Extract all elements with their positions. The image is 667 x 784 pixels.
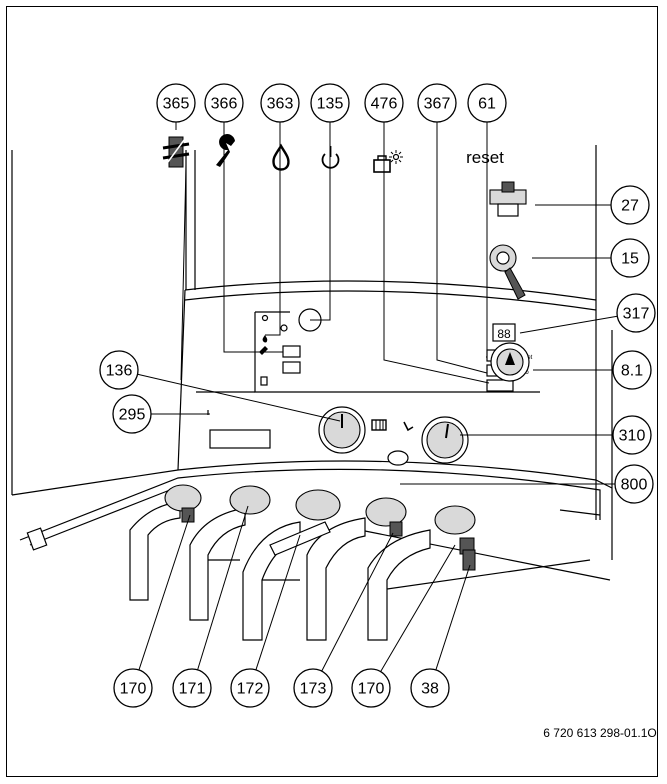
callout-label: 367: [424, 96, 451, 113]
pipes: [129, 484, 476, 641]
callout-label: 8.1: [621, 363, 643, 380]
display-digits: 88: [497, 327, 511, 341]
callout-172: 172: [230, 668, 270, 708]
callout-label: 172: [237, 681, 264, 698]
callout-310: 310: [612, 415, 652, 455]
callout-27: 27: [610, 185, 650, 225]
callout-label: 173: [300, 681, 327, 698]
control-panel: 88 reset eco: [259, 308, 533, 466]
callout-136: 136: [99, 350, 139, 390]
callout-label: 15: [621, 251, 639, 268]
leader-line-171: [197, 505, 249, 670]
callout-367: 367: [417, 83, 457, 123]
callout-38: 38: [410, 668, 450, 708]
figure-code: 6 720 613 298-01.1O: [543, 726, 656, 740]
callout-135: 135: [310, 83, 350, 123]
flue-icon: [162, 135, 190, 168]
callout-label: 317: [623, 306, 650, 323]
callout-label: 27: [621, 198, 639, 215]
display-panel: [492, 323, 516, 342]
leader-line-317: [519, 315, 618, 334]
callout-label: 363: [267, 96, 294, 113]
auto-air-vent: [489, 181, 527, 217]
chimney-sweep-icon: [373, 150, 403, 173]
callout-label: 61: [478, 96, 496, 113]
heating-temperature-knob[interactable]: [318, 406, 366, 454]
callout-366: 366: [204, 83, 244, 123]
callout-label: 366: [211, 96, 238, 113]
callout-170b: 170: [351, 668, 391, 708]
status-led: [280, 324, 288, 332]
hot-water-temperature-knob[interactable]: [421, 416, 469, 464]
callout-8.1: 8.1: [612, 350, 652, 390]
callout-317: 317: [616, 293, 656, 333]
callout-295: 295: [112, 394, 152, 434]
gas-valve: [462, 549, 476, 571]
callout-label: 136: [106, 363, 133, 380]
callout-170a: 170: [113, 668, 153, 708]
leader-line-172: [255, 534, 301, 671]
leader-line-38: [435, 564, 471, 671]
tap-icon: [403, 421, 414, 432]
callout-61: 61: [467, 83, 507, 123]
pressure-indicator: [387, 450, 409, 466]
leader-line-135: [310, 122, 331, 321]
callout-171: 171: [172, 668, 212, 708]
leader-lines: [137, 122, 618, 672]
reset-label: reset: [466, 148, 504, 167]
callout-476: 476: [364, 83, 404, 123]
callout-label: 800: [621, 477, 648, 494]
flame-icon: [272, 143, 290, 171]
callout-label: 171: [179, 681, 206, 698]
callout-label: 476: [371, 96, 398, 113]
flue-button[interactable]: [282, 361, 301, 374]
leader-line-136: [137, 373, 341, 422]
leader-line-365: [175, 122, 187, 381]
callout-label: 365: [163, 96, 190, 113]
callout-label: 135: [317, 96, 344, 113]
chimney-button[interactable]: [486, 379, 514, 392]
callout-363: 363: [260, 83, 300, 123]
leader-line-367: [436, 122, 488, 374]
callout-label: 170: [120, 681, 147, 698]
leader-line-61: [486, 122, 488, 358]
wrench-icon: [216, 134, 235, 167]
callout-label: 170: [358, 681, 385, 698]
callout-800: 800: [614, 464, 654, 504]
callout-365: 365: [156, 83, 196, 123]
leader-line-476: [383, 122, 490, 384]
leader-line-170b: [380, 544, 456, 672]
leader-line-170a: [138, 514, 191, 671]
callout-label: 38: [421, 681, 439, 698]
callout-173: 173: [293, 668, 333, 708]
service-button[interactable]: [282, 345, 301, 358]
leader-line-363: [265, 122, 281, 336]
leader-line-173: [321, 532, 394, 672]
callout-15: 15: [610, 238, 650, 278]
callouts: 365 366 363 135 476 367 61 27 15 317 8.1 136 295 310 8…: [99, 83, 656, 708]
safety-valve: [489, 244, 526, 300]
radiator-icon: [371, 419, 387, 431]
boiler-casing: [11, 145, 613, 591]
callout-label: 310: [619, 428, 646, 445]
leader-line-366: [223, 122, 283, 353]
callout-label: 295: [119, 407, 146, 424]
